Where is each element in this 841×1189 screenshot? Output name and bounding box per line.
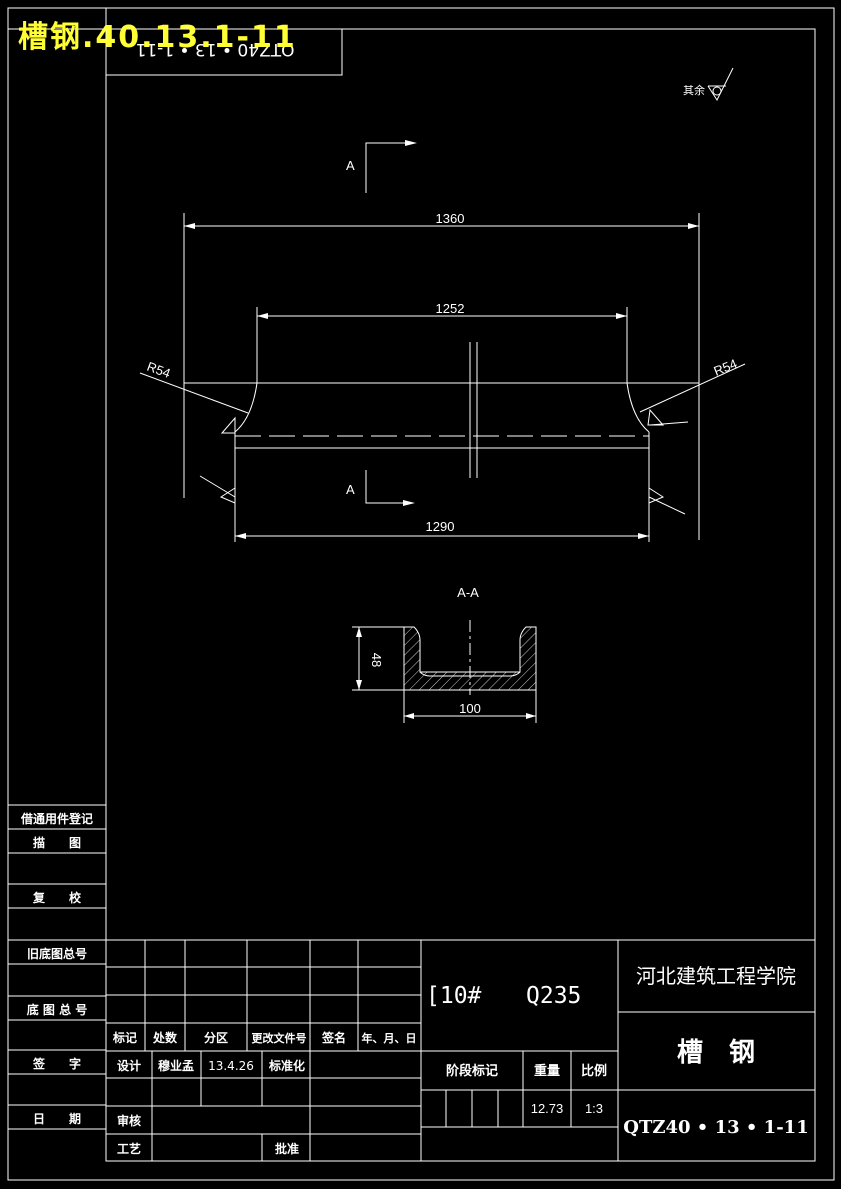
hdr-sign: 签名 — [321, 1030, 346, 1045]
design-label: 设计 — [117, 1058, 141, 1073]
corner-code: QTZ40 • 13 • 1-11 — [136, 39, 295, 59]
section-title: A-A — [457, 585, 479, 600]
stage-label: 阶段标记 — [446, 1063, 498, 1079]
dim-bottom: 1290 — [426, 519, 455, 534]
section-view: 48 100 — [352, 620, 537, 723]
weight-value: 12.73 — [531, 1101, 564, 1116]
process-label: 工艺 — [117, 1141, 141, 1156]
hdr-zone: 分区 — [204, 1030, 228, 1045]
hdr-date: 年、月、日 — [362, 1031, 417, 1045]
hdr-count: 处数 — [152, 1030, 178, 1045]
dim-radius-right: R54 — [712, 356, 740, 379]
lc-signature: 签 字 — [32, 1056, 81, 1071]
review-label: 审核 — [117, 1113, 141, 1128]
roughness-symbol: 其余 — [683, 67, 734, 102]
title-block: [10# Q235 河北建筑工程学院 槽 钢 QTZ40 • 13 • 1-11… — [106, 939, 815, 1161]
outer-border — [7, 7, 835, 1181]
material-spec: [10# — [426, 983, 482, 1009]
corner-code-box — [105, 28, 343, 76]
lc-old-base: 旧底图总号 — [27, 946, 87, 961]
dim-radius-left: R54 — [145, 359, 173, 381]
section-marker-top: A — [346, 140, 417, 193]
dim-width: 100 — [459, 701, 481, 716]
section-marker-bottom: A — [346, 470, 415, 506]
approve-label: 批准 — [275, 1141, 299, 1156]
designer: 穆业孟 — [158, 1058, 194, 1073]
standard-label: 标准化 — [268, 1058, 305, 1073]
dim-inner: 1252 — [436, 301, 465, 316]
hdr-change-doc: 更改文件号 — [252, 1031, 307, 1045]
left-column: 借通用件登记 描 图 复 校 旧底图总号 底 图 总 号 签 字 日 期 — [8, 804, 106, 1130]
school-name: 河北建筑工程学院 — [636, 964, 796, 988]
svg-text:A: A — [346, 482, 355, 497]
hdr-mark: 标记 — [112, 1030, 137, 1045]
svg-text:A: A — [346, 158, 355, 173]
drawing-number: QTZ40 • 13 • 1-11 — [623, 1117, 808, 1138]
lc-base-total: 底 图 总 号 — [27, 1002, 88, 1017]
material-grade: Q235 — [526, 983, 581, 1009]
main-view: 1360 1252 1290 R54 R54 — [139, 211, 746, 542]
lc-date: 日 期 — [33, 1111, 81, 1126]
weight-label: 重量 — [534, 1063, 560, 1079]
dim-height: 48 — [369, 653, 384, 667]
part-name: 槽 钢 — [677, 1038, 755, 1068]
inner-border — [105, 28, 816, 1162]
lc-borrow: 借通用件登记 — [20, 811, 93, 826]
dim-overall: 1360 — [436, 211, 465, 226]
lc-recheck: 复 校 — [32, 890, 82, 905]
lc-trace: 描 图 — [33, 835, 81, 850]
overlay-title: 槽钢.40.13.1-11 — [18, 20, 297, 55]
svg-text:其余: 其余 — [683, 83, 705, 97]
scale-value: 1:3 — [585, 1101, 603, 1116]
design-date: 13.4.26 — [208, 1059, 254, 1073]
scale-label: 比例 — [581, 1063, 607, 1079]
